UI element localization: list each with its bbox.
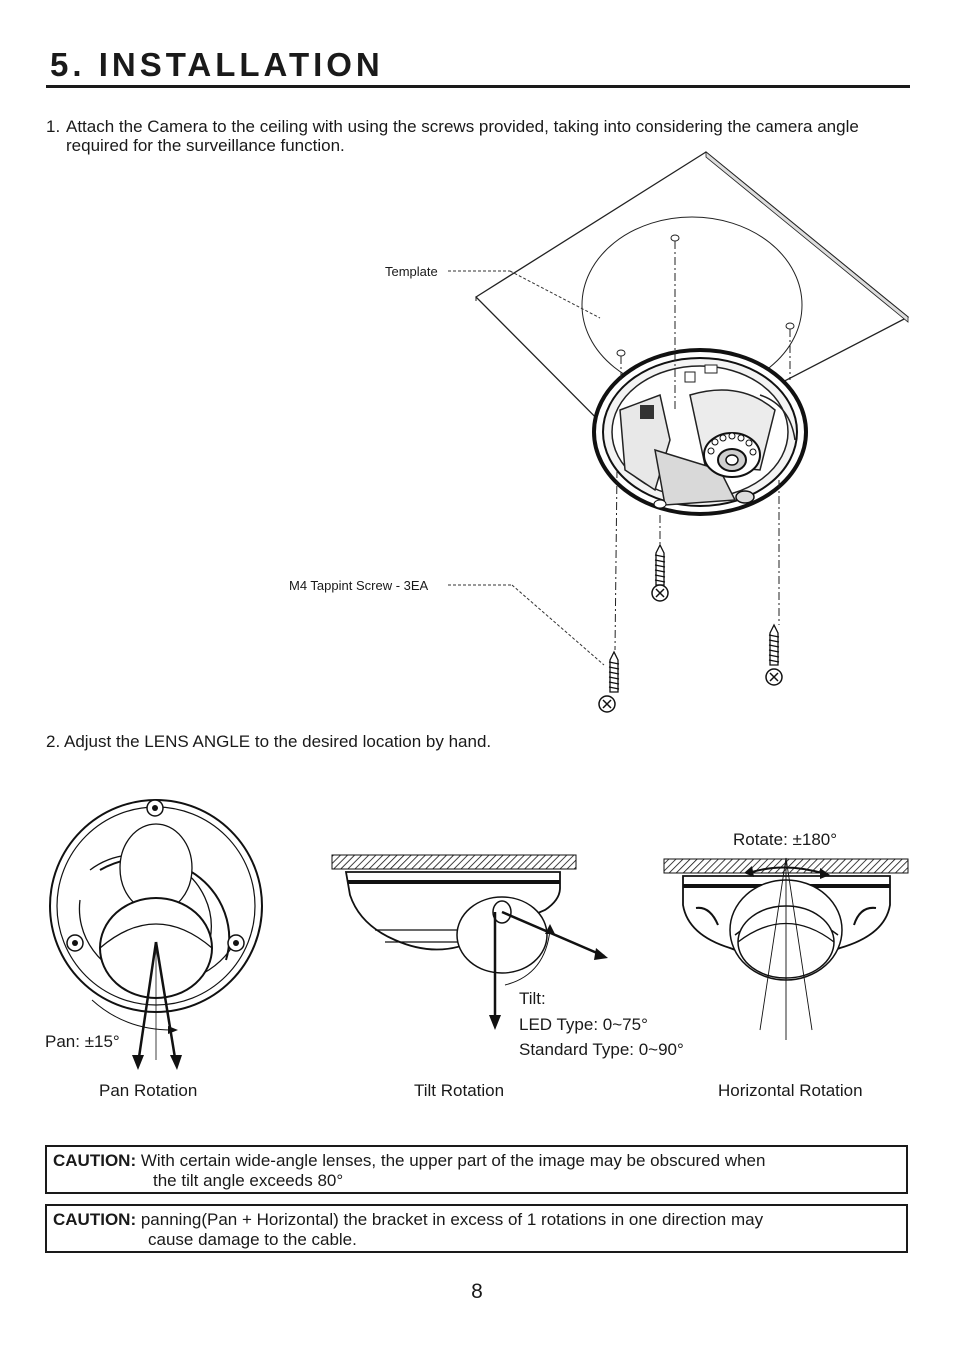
step-1-text: Attach the Camera to the ceiling with us… bbox=[66, 117, 859, 155]
screw-icon bbox=[765, 623, 783, 686]
tilt-label: Tilt: bbox=[519, 989, 546, 1008]
screw-hole bbox=[670, 234, 680, 242]
tilt-standard-type: Standard Type: 0~90° bbox=[519, 1040, 684, 1059]
caution-text-cont: the tilt angle exceeds 80° bbox=[153, 1171, 344, 1190]
title-rule bbox=[46, 85, 910, 88]
tilt-rotation-diagram bbox=[331, 854, 608, 1030]
step-2: 2. Adjust the LENS ANGLE to the desired … bbox=[46, 732, 491, 751]
pan-rotation-diagram bbox=[49, 799, 263, 1070]
rotate-label: Rotate: ±180° bbox=[733, 830, 838, 849]
caution-label: CAUTION: bbox=[53, 1210, 137, 1229]
page-title: 5. INSTALLATION bbox=[50, 46, 384, 83]
tilt-caption: Tilt Rotation bbox=[414, 1081, 505, 1100]
horizontal-caption: Horizontal Rotation bbox=[718, 1081, 863, 1100]
caution-box-1: CAUTION: With certain wide-angle lenses,… bbox=[45, 1145, 908, 1194]
step-1-number: 1. bbox=[46, 117, 61, 136]
pan-label: Pan: ±15° bbox=[45, 1032, 120, 1051]
screw-label: M4 Tappint Screw - 3EA bbox=[289, 578, 429, 593]
caution-text-cont: cause damage to the cable. bbox=[148, 1230, 357, 1249]
screw-icon bbox=[598, 650, 620, 713]
camera-body bbox=[592, 348, 808, 516]
step-2-number: 2. bbox=[46, 732, 61, 751]
pan-caption: Pan Rotation bbox=[99, 1081, 198, 1100]
screw-hole bbox=[785, 322, 795, 330]
horizontal-rotation-diagram bbox=[663, 857, 909, 1040]
page-number: 8 bbox=[471, 1280, 483, 1303]
caution-label: CAUTION: bbox=[53, 1151, 137, 1170]
tilt-led-type: LED Type: 0~75° bbox=[519, 1015, 648, 1034]
screw-icon bbox=[651, 543, 669, 602]
caution-box-2: CAUTION: panning(Pan + Horizontal) the b… bbox=[45, 1204, 908, 1253]
template-label: Template bbox=[385, 264, 438, 279]
caution-text: With certain wide-angle lenses, the uppe… bbox=[140, 1151, 766, 1170]
step-2-text: Adjust the LENS ANGLE to the desired loc… bbox=[63, 732, 492, 751]
step-1: 1. Attach the Camera to the ceiling with… bbox=[46, 117, 916, 155]
screw-hole bbox=[616, 349, 626, 357]
caution-text: panning(Pan + Horizontal) the bracket in… bbox=[140, 1210, 764, 1229]
